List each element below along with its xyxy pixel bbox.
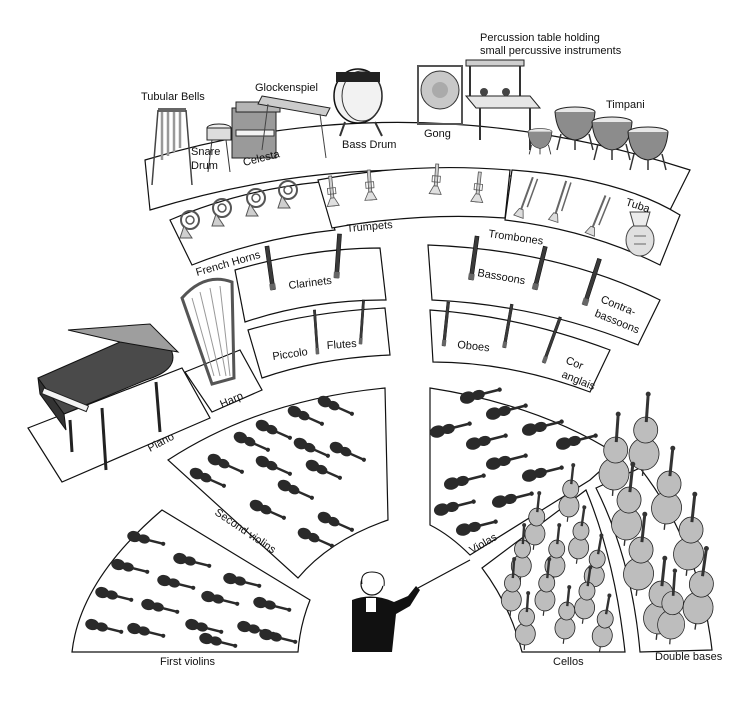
percussion-table-label-line1: Percussion table holding	[480, 32, 600, 44]
snare-drum-label-line2: Drum	[191, 160, 218, 172]
double-bases-label: Double bases	[655, 651, 723, 663]
glockenspiel-label: Glockenspiel	[255, 82, 318, 94]
clarinets-section	[234, 247, 387, 323]
timpani-label: Timpani	[606, 99, 645, 111]
percussion-table-illustration	[464, 59, 542, 150]
oboes-section	[429, 309, 611, 393]
percussion-table-label-line2: small percussive instruments	[480, 45, 622, 57]
trombones-label: Trombones	[488, 228, 545, 248]
gong-illustration	[417, 65, 463, 125]
gong-label: Gong	[424, 128, 451, 140]
first-violins-section	[71, 509, 311, 653]
snare-drum-illustration	[206, 123, 232, 173]
tubular-bells-label: Tubular Bells	[141, 91, 205, 103]
oboes-label: Oboes	[457, 339, 491, 354]
snare-drum-label-line1: Snare	[191, 146, 220, 158]
flutes-label: Flutes	[326, 338, 357, 352]
bass-drum-label: Bass Drum	[342, 139, 396, 151]
trumpets-label: Trumpets	[346, 219, 393, 235]
piano-illustration	[37, 323, 180, 471]
conductor-illustration	[352, 559, 471, 652]
bassoons-section	[427, 244, 661, 346]
first-violins-label: First violins	[160, 656, 216, 668]
harp-illustration	[180, 277, 236, 386]
piano-section	[27, 367, 211, 483]
piccolo-label: Piccolo	[272, 346, 309, 363]
glockenspiel-illustration	[257, 95, 331, 159]
bass-drum-illustration	[333, 68, 383, 137]
second-violins-section	[167, 387, 389, 579]
french-horns-section	[169, 181, 336, 266]
cellos-label: Cellos	[553, 656, 584, 668]
flutes-section	[247, 307, 391, 379]
tubular-bells-illustration	[151, 108, 193, 186]
clarinets-label: Clarinets	[288, 275, 333, 292]
tuba-illustration	[625, 211, 655, 257]
